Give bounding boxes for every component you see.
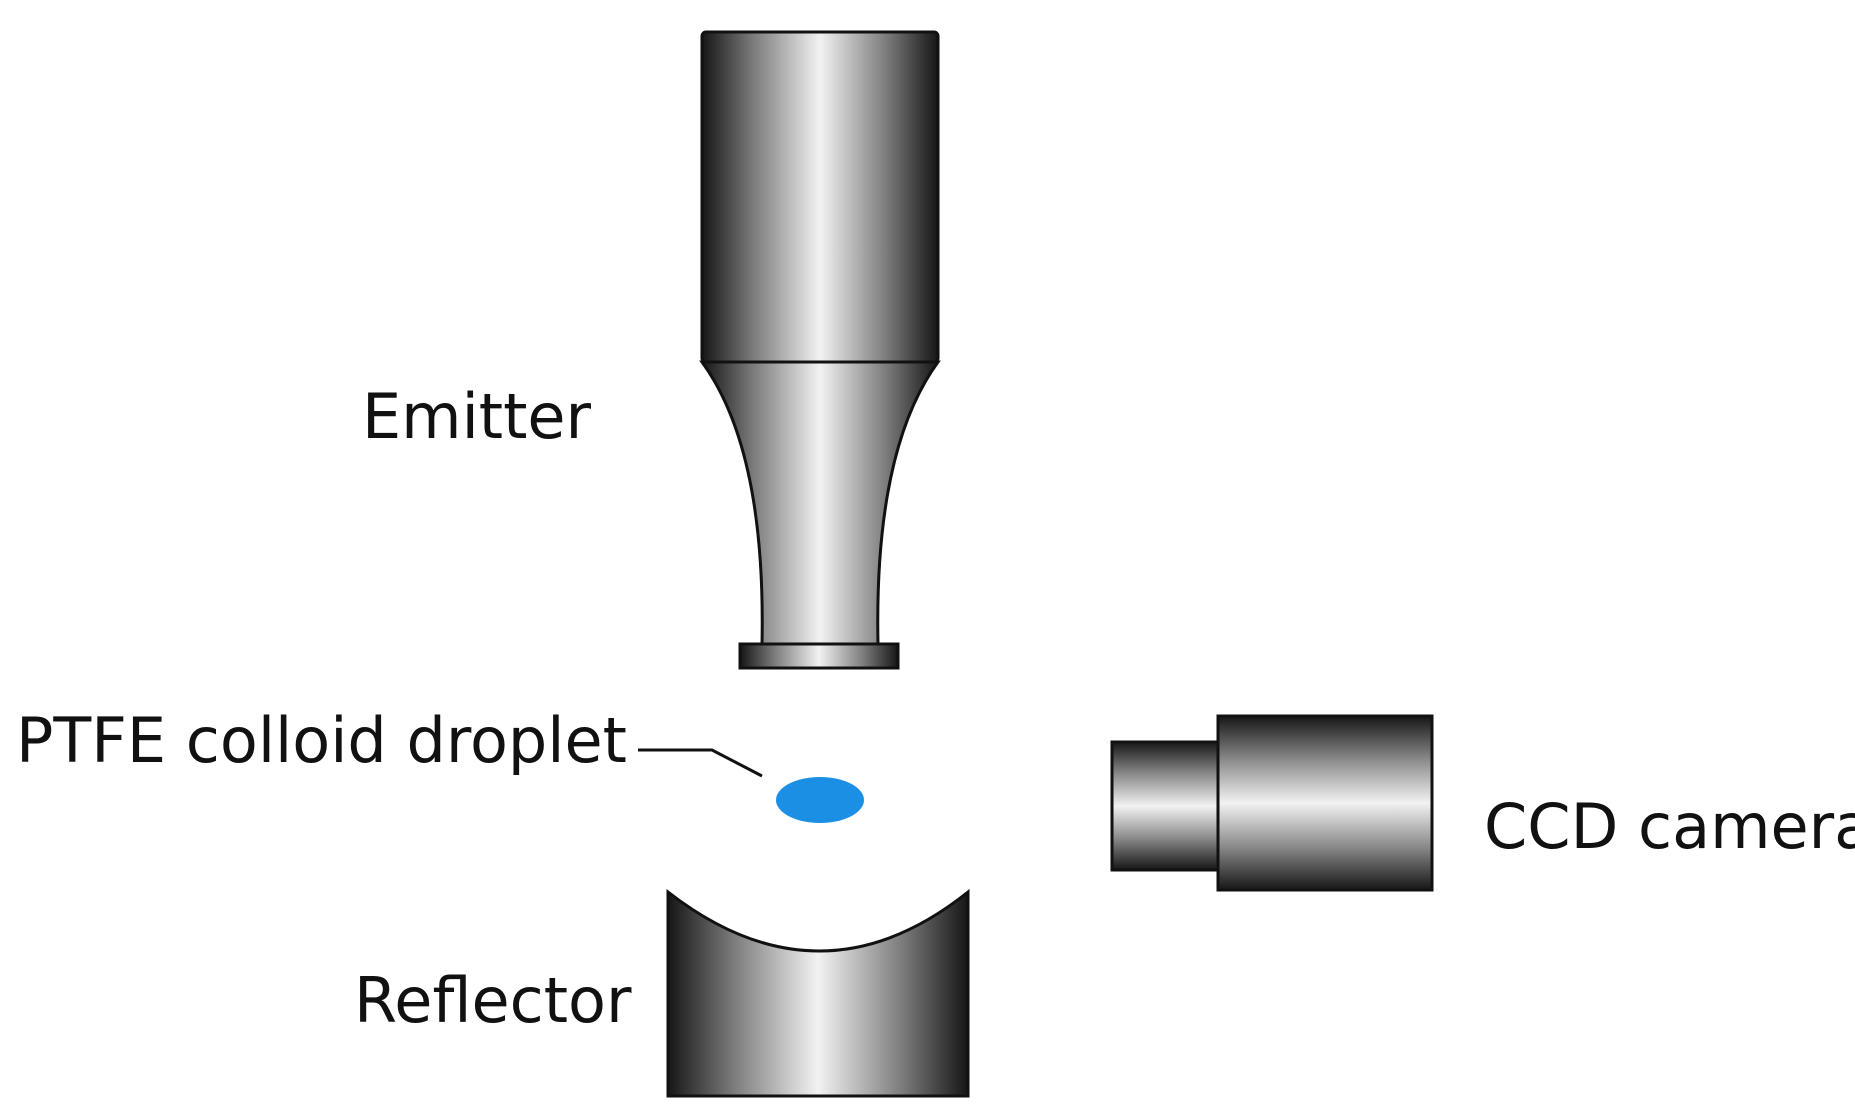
emitter-body bbox=[700, 30, 940, 364]
emitter bbox=[699, 30, 941, 670]
reflector-label: Reflector bbox=[354, 964, 632, 1037]
reflector bbox=[666, 888, 970, 1098]
ccd-camera bbox=[1110, 714, 1434, 892]
camera-label: CCD camera bbox=[1484, 790, 1855, 863]
camera-body bbox=[1216, 714, 1434, 892]
camera-lens bbox=[1110, 740, 1220, 872]
droplet-label: PTFE colloid droplet bbox=[16, 704, 627, 777]
ptfe-droplet bbox=[776, 777, 864, 823]
emitter-tip bbox=[738, 642, 900, 670]
emitter-label: Emitter bbox=[362, 380, 592, 453]
droplet-leader-line bbox=[638, 748, 763, 778]
emitter-horn bbox=[699, 360, 941, 646]
